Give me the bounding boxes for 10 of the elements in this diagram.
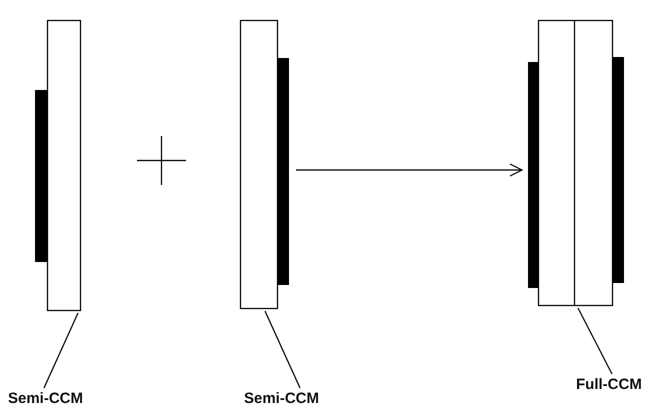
leader-line (264, 310, 301, 388)
caption-label: Semi-CCM (8, 390, 84, 408)
leader-line (577, 308, 613, 374)
membrane-drawing (240, 20, 290, 309)
caption-label: Full-CCM (576, 376, 642, 394)
leader-line (43, 312, 79, 388)
membrane-drawing (35, 20, 81, 311)
arrow (296, 163, 523, 177)
membrane-drawing (528, 20, 625, 306)
caption-label: Semi-CCM (244, 390, 320, 408)
